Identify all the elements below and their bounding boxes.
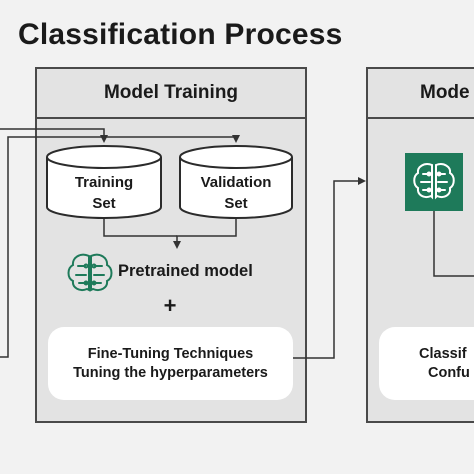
input-line-to-training-set [0, 128, 108, 143]
merge-line-training [103, 219, 177, 237]
validation-set-label: Validation Set [200, 174, 272, 212]
training-set-cylinder [46, 145, 162, 219]
merge-line-validation [173, 219, 237, 249]
classification-result-box: Classif Confu [379, 327, 474, 400]
plus-sign: + [163, 293, 177, 318]
brain-circuit-icon [413, 163, 455, 200]
output-line-to-evaluation [293, 177, 366, 359]
training-set-label: Training Set [74, 174, 134, 212]
pretrained-model-label: Pretrained model [118, 262, 253, 280]
model-training-header: Model Training [37, 69, 305, 119]
input-line-to-validation-set [0, 135, 240, 358]
fine-tuning-box: Fine-Tuning Techniques Tuning the hyperp… [48, 327, 293, 400]
model-evaluation-header: Mode [368, 69, 474, 119]
brain-circuit-icon-tile [405, 153, 463, 211]
brain-circuit-icon [67, 253, 113, 292]
diagram-title: Classification Process [18, 18, 343, 51]
evaluation-internal-line [433, 211, 474, 277]
validation-set-cylinder [179, 145, 293, 219]
